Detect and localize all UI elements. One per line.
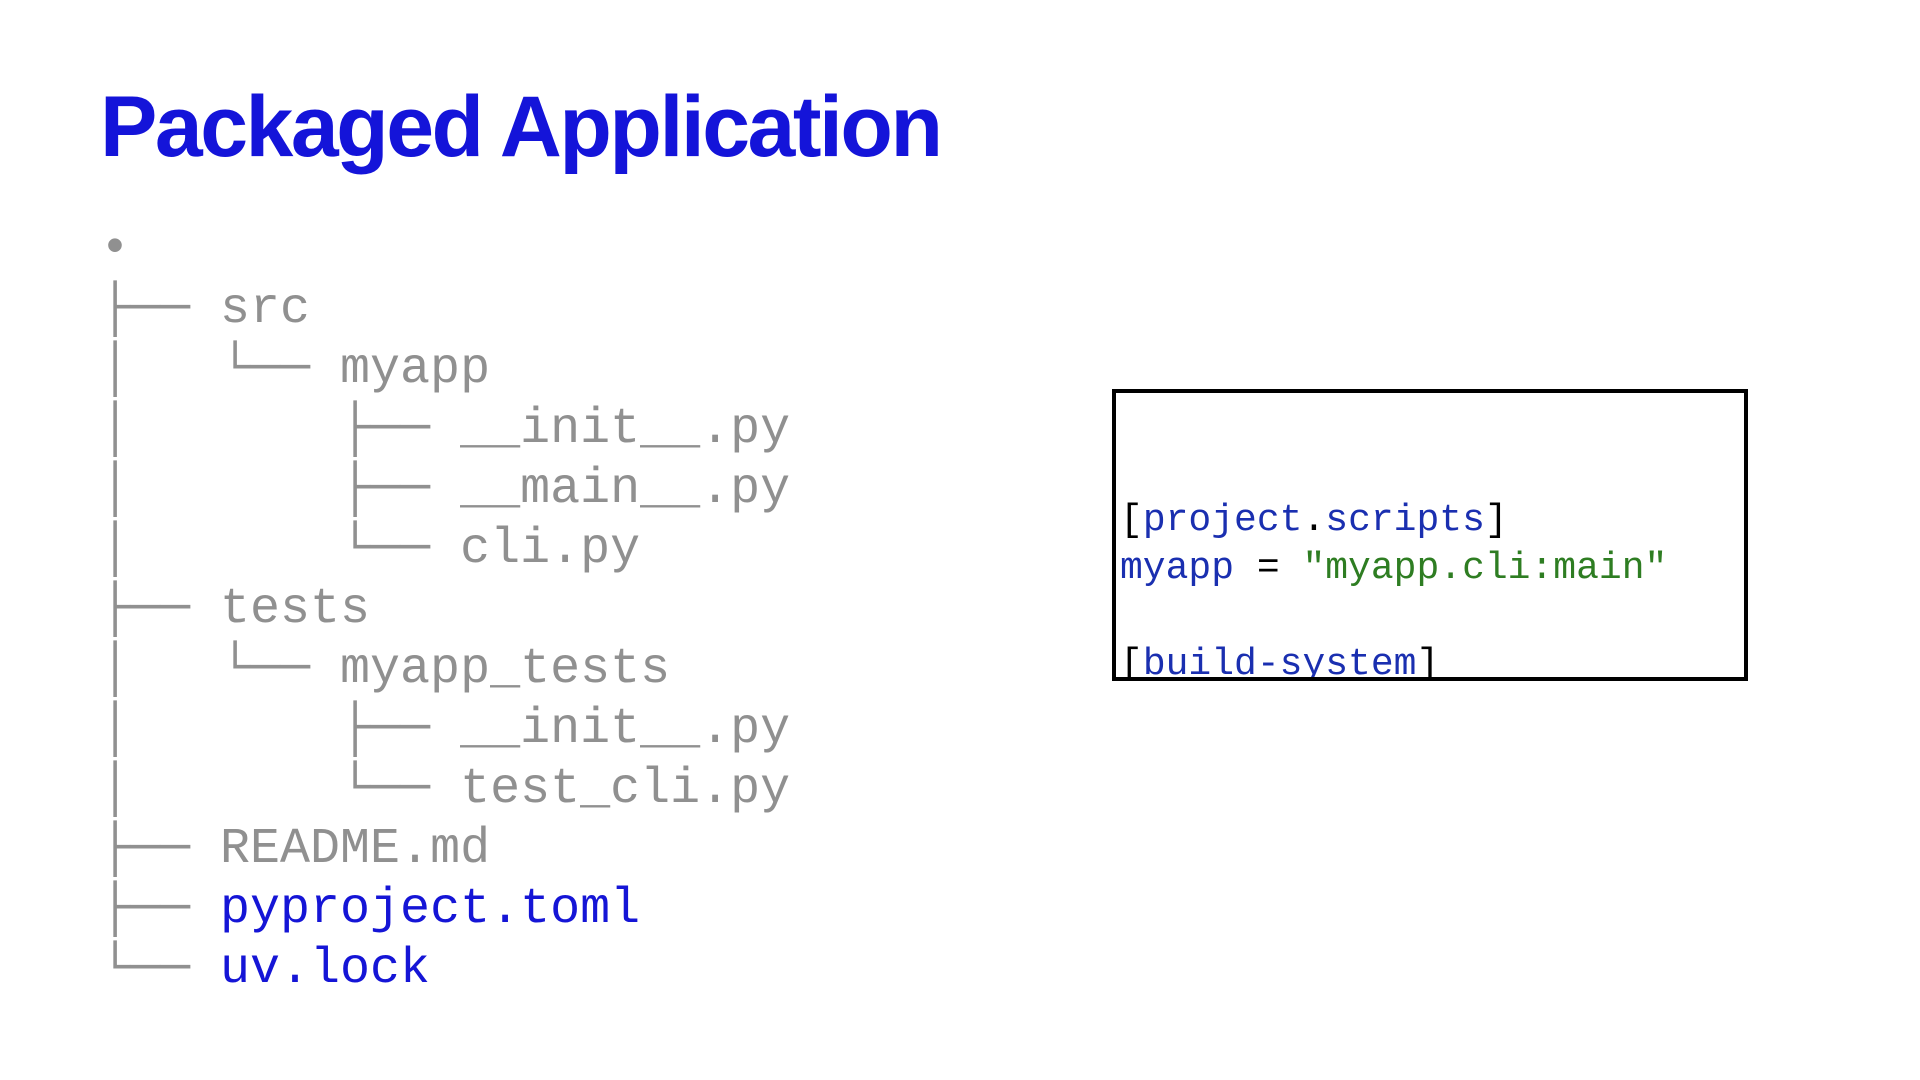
tree-connector: │ └── xyxy=(100,341,341,398)
code-punct: . xyxy=(1302,499,1326,542)
tree-entry: ├── tests xyxy=(100,580,790,640)
slide-title: Packaged Application xyxy=(100,79,943,175)
tree-entry-name: README.md xyxy=(220,821,491,878)
tree-connector: ├── xyxy=(100,821,221,878)
tree-entry-name: cli.py xyxy=(460,521,641,578)
tree-root: • xyxy=(100,220,790,280)
tree-entry: │ └── myapp_tests xyxy=(100,640,790,700)
tree-entry: │ ├── __init__.py xyxy=(100,700,790,760)
code-line: [build-system] xyxy=(1120,641,1744,681)
tree-entry: ├── src xyxy=(100,280,790,340)
code-line: [project.scripts] xyxy=(1120,497,1744,545)
tree-entry-name: __init__.py xyxy=(460,701,791,758)
code-key: myapp xyxy=(1120,547,1235,590)
tree-entry: └── uv.lock xyxy=(100,940,790,1000)
tree-entry-name: myapp xyxy=(340,341,491,398)
tree-entry-name: myapp_tests xyxy=(340,641,671,698)
code-punct: = xyxy=(1234,547,1303,590)
code-punct: ] xyxy=(1416,643,1440,681)
tree-connector: │ └── xyxy=(100,761,461,818)
directory-tree: • ├── src│ └── myapp│ ├── __init__.py│ ├… xyxy=(100,220,790,1000)
tree-entry: │ └── test_cli.py xyxy=(100,760,790,820)
tree-connector: │ ├── xyxy=(100,461,461,518)
tree-entry-name: __main__.py xyxy=(460,461,791,518)
tree-entry: ├── README.md xyxy=(100,820,790,880)
code-punct: ] xyxy=(1484,499,1508,542)
code-punct: [ xyxy=(1120,499,1143,542)
tree-entry: │ ├── __main__.py xyxy=(100,460,790,520)
code-line xyxy=(1120,593,1744,641)
tree-lines: ├── src│ └── myapp│ ├── __init__.py│ ├──… xyxy=(100,280,790,1000)
tree-entry: │ ├── __init__.py xyxy=(100,400,790,460)
code-lines: [project.scripts]myapp = "myapp.cli:main… xyxy=(1120,497,1744,681)
tree-entry: │ └── myapp xyxy=(100,340,790,400)
code-key: scripts xyxy=(1325,499,1485,542)
tree-entry-name: test_cli.py xyxy=(460,761,791,818)
tree-connector: ├── xyxy=(100,881,221,938)
code-punct: [ xyxy=(1120,643,1143,681)
tree-root-dot: • xyxy=(100,221,131,278)
code-key: build-system xyxy=(1142,643,1417,681)
tree-entry-name: src xyxy=(220,281,311,338)
tree-connector: │ ├── xyxy=(100,701,461,758)
tree-entry-name: tests xyxy=(220,581,371,638)
tree-connector: │ └── xyxy=(100,641,341,698)
tree-entry-name: uv.lock xyxy=(220,941,431,998)
tree-connector: │ ├── xyxy=(100,401,461,458)
tree-entry: │ └── cli.py xyxy=(100,520,790,580)
tree-connector: ├── xyxy=(100,581,221,638)
pyproject-snippet: [project.scripts]myapp = "myapp.cli:main… xyxy=(1112,389,1748,681)
tree-connector: │ └── xyxy=(100,521,461,578)
code-key: project xyxy=(1142,499,1303,542)
tree-entry: ├── pyproject.toml xyxy=(100,880,790,940)
tree-entry-name: __init__.py xyxy=(460,401,791,458)
tree-entry-name: pyproject.toml xyxy=(220,881,641,938)
code-string: "myapp.cli:main" xyxy=(1302,547,1668,590)
code-line: myapp = "myapp.cli:main" xyxy=(1120,545,1744,593)
tree-connector: └── xyxy=(100,941,221,998)
tree-connector: ├── xyxy=(100,281,221,338)
